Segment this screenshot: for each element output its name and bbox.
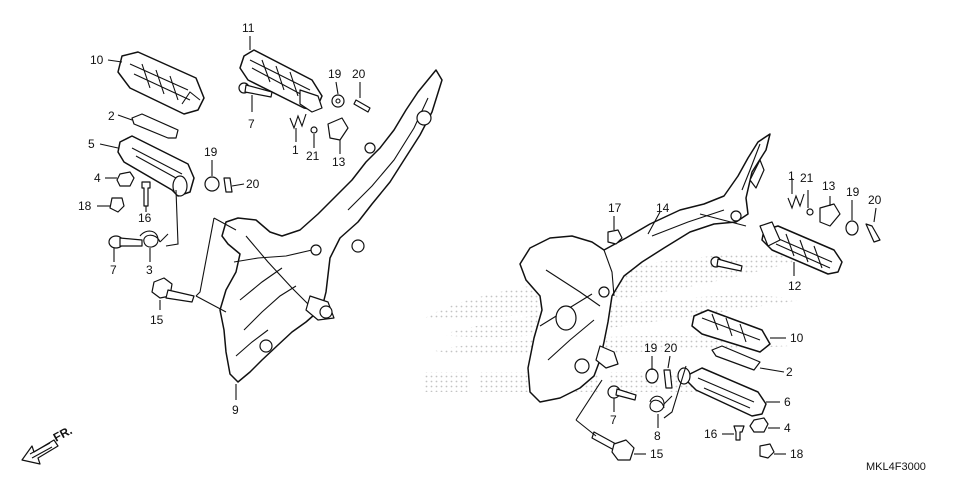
label-21r: 21 — [800, 171, 814, 185]
right-bolt-16 — [733, 425, 745, 441]
left-bolt-18 — [109, 197, 125, 213]
label-19b: 19 — [204, 145, 218, 159]
label-11: 11 — [242, 21, 255, 35]
left-spring-1 — [289, 113, 307, 130]
label-18r: 18 — [790, 447, 804, 461]
left-step-holder — [219, 69, 443, 383]
right-assembly: 17 14 1 21 13 19 20 12 10 2 6 4 18 16 19… — [519, 133, 882, 461]
label-20: 20 — [352, 67, 366, 81]
left-washer-19-upper — [331, 94, 345, 108]
label-4r: 4 — [784, 421, 791, 435]
right-cotter-20-upper — [865, 223, 881, 243]
label-3: 3 — [146, 263, 153, 277]
label-20br: 20 — [664, 341, 678, 355]
right-bolt-18 — [759, 443, 775, 459]
left-pin-7-upper — [238, 82, 273, 98]
left-passenger-peg — [239, 49, 323, 113]
left-labels: 10 2 5 4 18 16 7 3 15 9 11 7 19 20 1 21 … — [78, 21, 366, 417]
left-leader-lines — [97, 36, 361, 400]
diagram-code: MKL4F3000 — [866, 461, 926, 473]
label-17: 17 — [608, 201, 622, 215]
front-direction-arrow: FR. — [21, 423, 74, 465]
right-bolt-15 — [591, 431, 635, 461]
label-7b: 7 — [248, 117, 255, 131]
label-1: 1 — [292, 143, 299, 157]
left-washer-19 — [204, 176, 220, 192]
label-8r: 8 — [654, 429, 661, 443]
left-assembly: 10 2 5 4 18 16 7 3 15 9 11 7 19 20 1 21 … — [78, 21, 443, 417]
left-footpeg — [117, 135, 195, 197]
label-16r: 16 — [704, 427, 718, 441]
label-12r: 12 — [788, 279, 802, 293]
label-20b: 20 — [246, 177, 260, 191]
label-19: 19 — [328, 67, 342, 81]
right-pin-7 — [607, 385, 637, 401]
label-20r: 20 — [868, 193, 882, 207]
label-7r: 7 — [610, 413, 617, 427]
right-washer-19 — [645, 368, 659, 384]
left-ball-21 — [310, 126, 318, 134]
label-21: 21 — [306, 149, 320, 163]
right-spring-1 — [787, 193, 805, 210]
label-19r: 19 — [846, 185, 860, 199]
left-cotter-20-upper — [353, 99, 371, 113]
left-nut-4 — [116, 171, 135, 187]
label-18: 18 — [78, 199, 92, 213]
right-footpeg — [677, 367, 767, 417]
left-spring-3 — [139, 230, 169, 248]
label-19br: 19 — [644, 341, 658, 355]
right-spring-8 — [649, 395, 673, 413]
label-7: 7 — [110, 263, 117, 277]
label-2r: 2 — [786, 365, 793, 379]
label-14: 14 — [656, 201, 670, 215]
label-15: 15 — [150, 313, 164, 327]
label-10: 10 — [90, 53, 104, 67]
left-detent-13 — [327, 117, 349, 141]
label-13r: 13 — [822, 179, 836, 193]
label-6r: 6 — [784, 395, 791, 409]
label-13: 13 — [332, 155, 346, 169]
left-bolt-16 — [141, 181, 151, 207]
right-bolt-17 — [607, 229, 623, 245]
left-footpeg-plate — [131, 113, 179, 139]
right-passenger-peg — [759, 221, 843, 275]
label-5: 5 — [88, 137, 95, 151]
right-nut-4 — [749, 417, 769, 433]
right-pin-7-upper — [710, 256, 743, 272]
right-leader-lines — [575, 178, 877, 455]
left-footpeg-rubber — [117, 51, 205, 115]
right-labels: 17 14 1 21 13 19 20 12 10 2 6 4 18 16 19… — [608, 169, 882, 461]
label-4: 4 — [94, 171, 101, 185]
left-cotter-20 — [223, 177, 233, 193]
label-1r: 1 — [788, 169, 795, 183]
label-9: 9 — [232, 403, 239, 417]
left-pin-7 — [108, 235, 143, 249]
label-16: 16 — [138, 211, 152, 225]
right-footpeg-rubber — [691, 309, 771, 353]
label-15r: 15 — [650, 447, 664, 461]
left-bolt-15 — [151, 277, 195, 303]
label-10r: 10 — [790, 331, 804, 345]
label-2: 2 — [108, 109, 115, 123]
right-step-holder — [519, 133, 771, 403]
right-ball-21 — [806, 208, 814, 216]
right-washer-19-upper — [845, 220, 859, 236]
right-cotter-20 — [663, 369, 673, 389]
right-detent-13 — [819, 203, 841, 227]
right-footpeg-plate — [711, 345, 761, 371]
